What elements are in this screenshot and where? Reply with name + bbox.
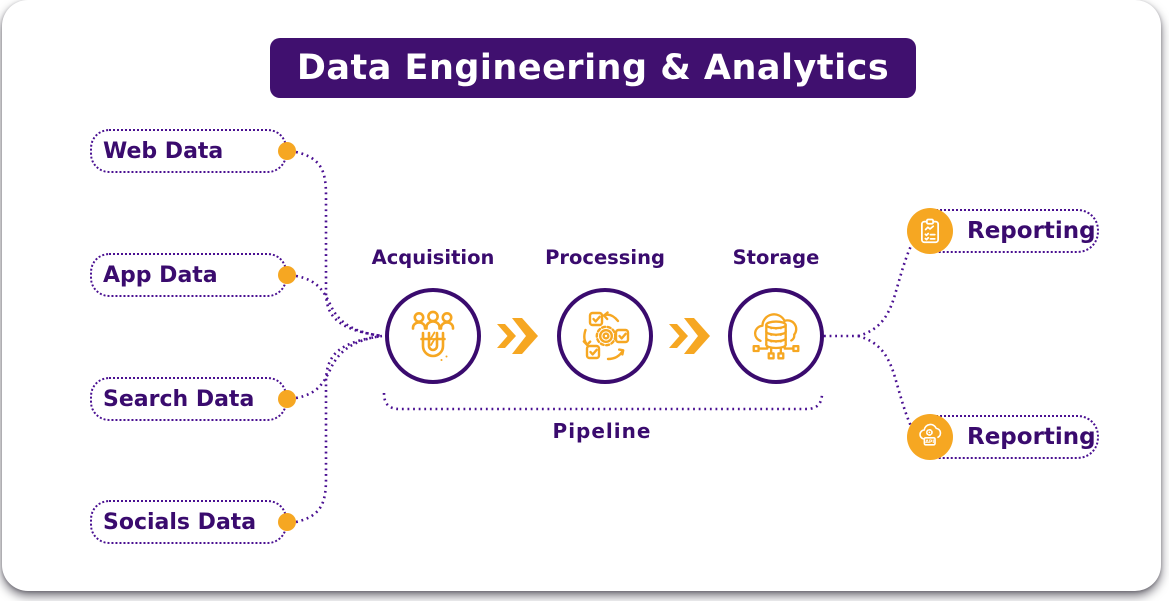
magnet-people-icon bbox=[411, 310, 455, 361]
chevron-arrow-2-large bbox=[684, 318, 710, 354]
chevron-arrow-1-large bbox=[512, 318, 538, 354]
stage-circle-acquisition bbox=[385, 288, 481, 384]
source-box-socials-data: Socials Data bbox=[90, 500, 287, 544]
source-box-web-data: Web Data bbox=[90, 129, 287, 173]
connector-search-data bbox=[295, 334, 383, 400]
stage-label-acquisition: Acquisition bbox=[371, 246, 495, 269]
report-icon-badge bbox=[907, 208, 953, 254]
stage-label-processing: Processing bbox=[545, 246, 665, 269]
source-label: Web Data bbox=[103, 138, 224, 164]
source-label: App Data bbox=[103, 262, 218, 288]
cloud-database-icon bbox=[752, 313, 800, 360]
stage-label-storage: Storage bbox=[732, 246, 820, 269]
api-label: API bbox=[925, 439, 934, 445]
chevron-arrow-2-small bbox=[669, 324, 688, 348]
connector-reporting-bottom bbox=[857, 334, 916, 433]
pipeline-bracket bbox=[382, 392, 824, 411]
connector-dot bbox=[278, 142, 296, 160]
connector-web-data bbox=[295, 150, 383, 338]
source-label: Search Data bbox=[103, 386, 255, 412]
output-label: Reporting bbox=[967, 218, 1096, 244]
gear-cycle-icon bbox=[582, 311, 630, 361]
report-clipboard-icon bbox=[921, 218, 939, 244]
connector-dot bbox=[278, 513, 296, 531]
connector-dot bbox=[278, 266, 296, 284]
output-label: Reporting bbox=[967, 424, 1096, 450]
connector-app-data bbox=[295, 274, 383, 338]
source-box-search-data: Search Data bbox=[90, 377, 287, 421]
connector-socials-data bbox=[295, 334, 383, 524]
chevron-arrow-1-small bbox=[497, 324, 516, 348]
connector-reporting-top bbox=[857, 239, 916, 338]
page-title: Data Engineering & Analytics bbox=[296, 48, 890, 88]
report-icon-badge: API bbox=[907, 414, 953, 460]
source-label: Socials Data bbox=[103, 509, 257, 535]
title-banner: Data Engineering & Analytics bbox=[270, 38, 916, 98]
cloud-api-icon: API bbox=[919, 423, 942, 446]
pipeline-label: Pipeline bbox=[552, 419, 652, 443]
stage-circle-storage bbox=[728, 288, 824, 384]
stage-circle-processing bbox=[557, 288, 653, 384]
source-box-app-data: App Data bbox=[90, 253, 287, 297]
connector-dot bbox=[278, 390, 296, 408]
